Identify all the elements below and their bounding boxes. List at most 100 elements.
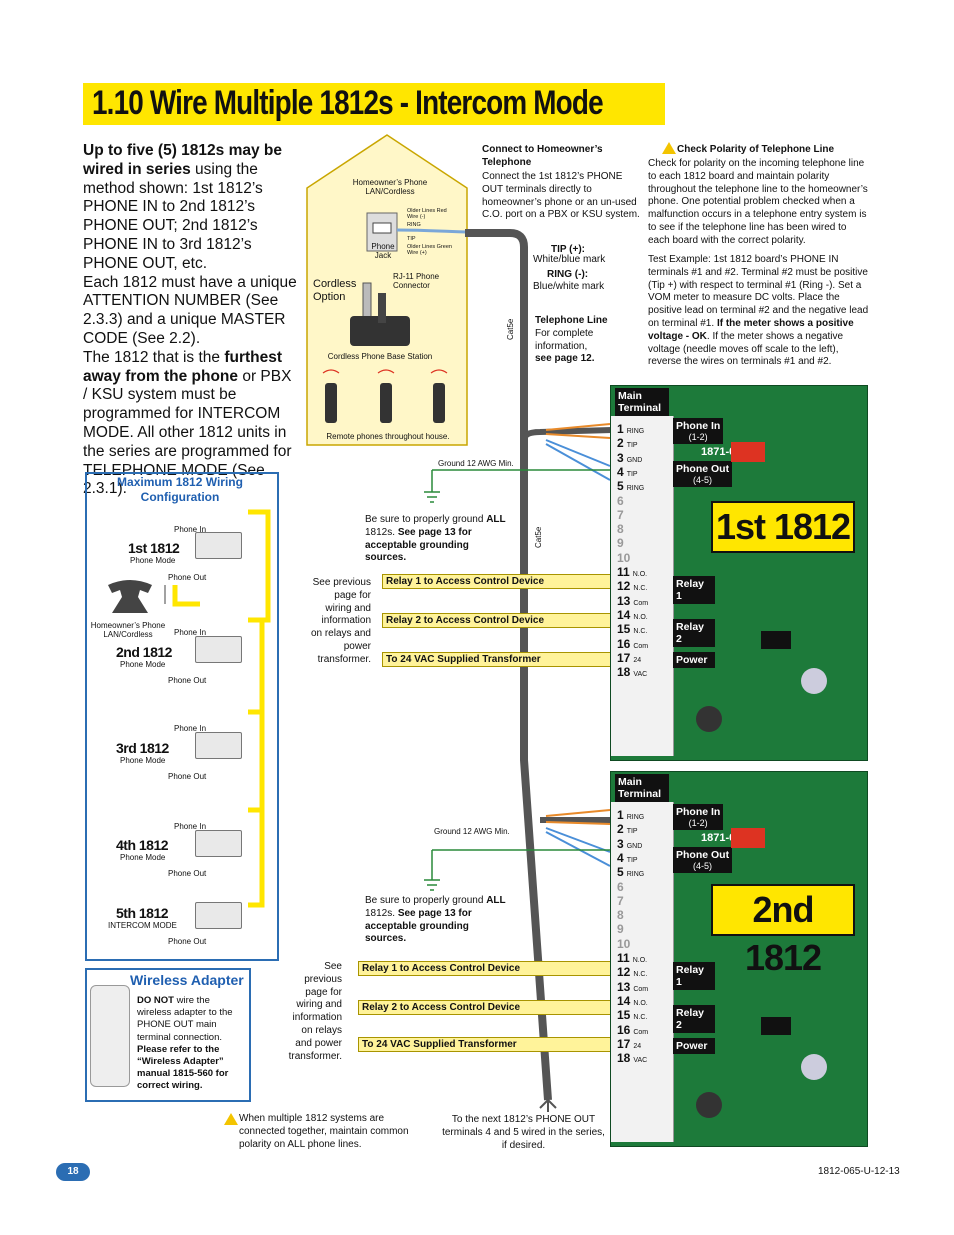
ring-minus-label: RING (-): [547,269,589,280]
unit5-label: 5th 1812 [116,905,169,921]
wireless-adapter-icon [90,985,130,1087]
chip-1 [761,631,791,649]
polarity-note: When multiple 1812 systems are connected… [239,1113,409,1150]
relay2-label-1: Relay 2 [673,619,715,647]
relay1-label-1: Relay 1 [673,576,715,604]
relay1-arrow-1: Relay 1 to Access Control Device [382,574,612,589]
relay1-arrow-2: Relay 1 to Access Control Device [358,961,612,976]
wireless-adapter-title: Wireless Adapter [130,972,244,988]
unit3-phone-out: Phone Out [168,772,207,781]
unit3-icon [195,732,242,759]
ground-note-2: Be sure to properly ground ALL 1812s. Se… [365,895,506,945]
tip-label: TIP [407,236,416,242]
polarity-paragraph-2: Test Example: 1st 1812 board’s PHONE IN … [648,254,869,368]
board-1-title: 1st 1812 [711,501,855,553]
unit1-label: 1st 1812 [128,540,180,556]
chip-2 [761,1017,791,1035]
rj11-label: RJ-11 Phone Connector [393,272,440,290]
red-component-2 [731,828,765,848]
connect-body: Connect the 1st 1812’s PHONE OUT termina… [482,171,640,221]
cat5e-label-1: Cat5e [506,318,515,340]
wireless-adapter-text: DO NOT wire the wireless adapter to the … [137,995,233,1092]
terminal-strip-1 [611,416,674,756]
older-red-label: Older Lines Red Wire (-) [407,208,447,220]
potentiometer-1 [801,668,827,694]
terminal-10: 10 [617,936,631,951]
terminal-strip-2 [611,802,674,1142]
unit2-label: 2nd 1812 [116,644,172,660]
terminal-7: 7 [617,507,624,522]
see-previous-2: See previous page for wiring and informa… [288,961,342,1062]
cat5e-label-2: Cat5e [534,526,543,548]
power-arrow-1: To 24 VAC Supplied Transformer [382,652,612,667]
max-config-box [85,472,279,961]
older-green-label: Older Lines Green Wire (+) [407,244,452,256]
tip-plus-desc: White/blue mark [533,254,606,265]
unit1-icon [195,532,242,559]
warning-icon [662,142,676,154]
unit4-label: 4th 1812 [116,837,169,853]
terminal-7: 7 [617,893,624,908]
page-number: 18 [56,1163,90,1181]
unit2-phone-in: Phone In [174,628,207,637]
unit4-mode: Phone Mode [120,853,166,862]
unit5-mode: INTERCOM MODE [108,921,177,930]
terminal-6: 6 [617,879,624,894]
homeowner-label: Homeowner’s Phone LAN/Cordless [90,621,166,639]
max-config-title: Maximum 1812 Wiring Configuration [117,475,243,504]
relay1-label-2: Relay 1 [673,962,715,990]
ground-label-1: Ground 12 AWG Min. [438,459,514,468]
unit1-mode: Phone Mode [130,556,176,565]
intro-text: Up to five (5) 1812s may be wired in ser… [83,142,298,499]
power-label-2: Power [673,1038,715,1054]
power-label-1: Power [673,652,715,668]
telephone-line-see: see page 12. [535,353,595,364]
capacitor-1 [696,706,722,732]
wireless-adapter-box [85,968,251,1102]
telephone-line-title: Telephone Line [535,315,608,326]
unit3-label: 3rd 1812 [116,740,169,756]
terminal-10: 10 [617,550,631,565]
unit2-icon [195,636,242,663]
red-component-1 [731,442,765,462]
document-code: 1812-065-U-12-13 [818,1166,900,1177]
remote-phones-label: Remote phones throughout house. [326,432,450,441]
power-arrow-2: To 24 VAC Supplied Transformer [358,1037,612,1052]
telephone-icon [108,580,152,613]
unit4-phone-out: Phone Out [168,869,207,878]
polarity-warning-icon [224,1113,238,1125]
house-diagram [306,134,470,446]
main-terminal-label-2: Main Terminal [615,774,669,802]
ring-minus-desc: Blue/white mark [533,281,605,292]
intro-paragraph-2: Each 1812 must have a unique ATTENTION N… [83,273,297,347]
terminal-8: 8 [617,522,624,537]
terminal-9: 9 [617,922,624,937]
capacitor-2 [696,1092,722,1118]
unit2-phone-out: Phone Out [168,676,207,685]
main-terminal-label-1: Main Terminal [615,388,669,416]
base-station-label: Cordless Phone Base Station [327,352,433,361]
terminal-9: 9 [617,536,624,551]
unit5-icon [195,902,242,929]
relay2-arrow-1: Relay 2 to Access Control Device [382,613,612,628]
